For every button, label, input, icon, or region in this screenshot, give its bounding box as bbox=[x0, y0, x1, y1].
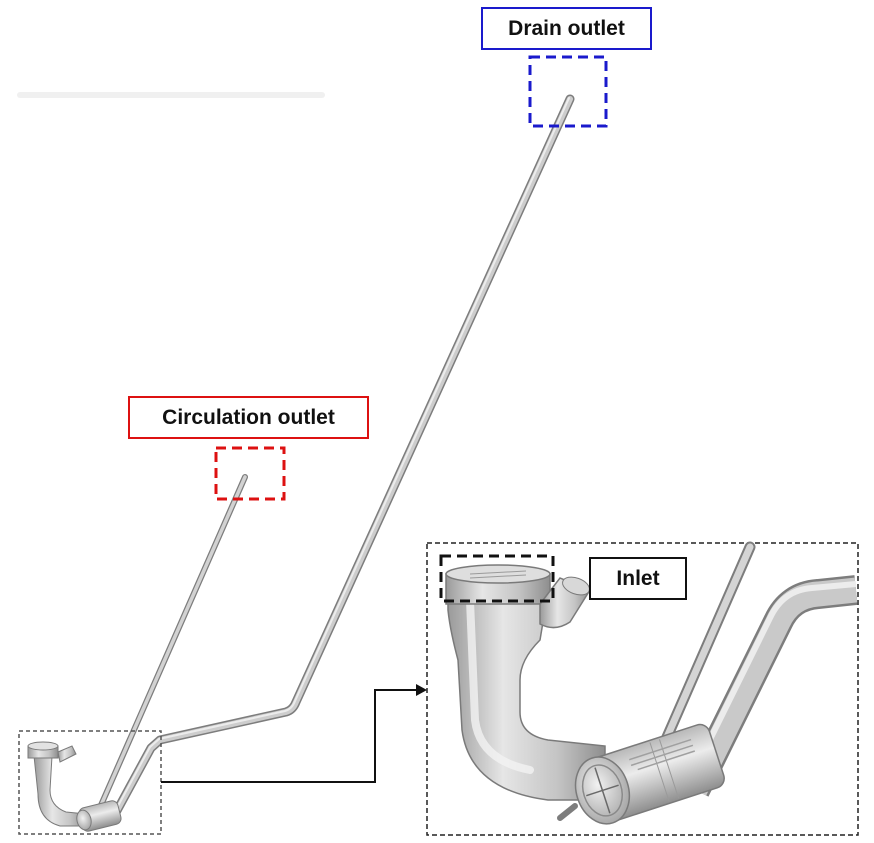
drain-pipe bbox=[108, 94, 575, 823]
inlet-assembly-thumbnail bbox=[27, 741, 122, 832]
circulation-pipe bbox=[95, 474, 248, 815]
zoom-arrow bbox=[161, 684, 427, 783]
circulation-outlet-label: Circulation outlet bbox=[128, 396, 369, 439]
inlet-label: Inlet bbox=[589, 557, 687, 600]
detail-pump-cylinder bbox=[557, 723, 725, 825]
inlet-marker bbox=[439, 554, 555, 603]
detail-inlet-elbow bbox=[445, 564, 606, 801]
circulation-outlet-marker bbox=[214, 446, 286, 501]
drain-outlet-label: Drain outlet bbox=[481, 7, 652, 50]
detail-drain-pipe bbox=[681, 575, 858, 797]
drain-outlet-marker bbox=[528, 55, 608, 128]
overview-detail-frame bbox=[18, 730, 162, 835]
detail-circulation-pipe bbox=[651, 541, 756, 766]
